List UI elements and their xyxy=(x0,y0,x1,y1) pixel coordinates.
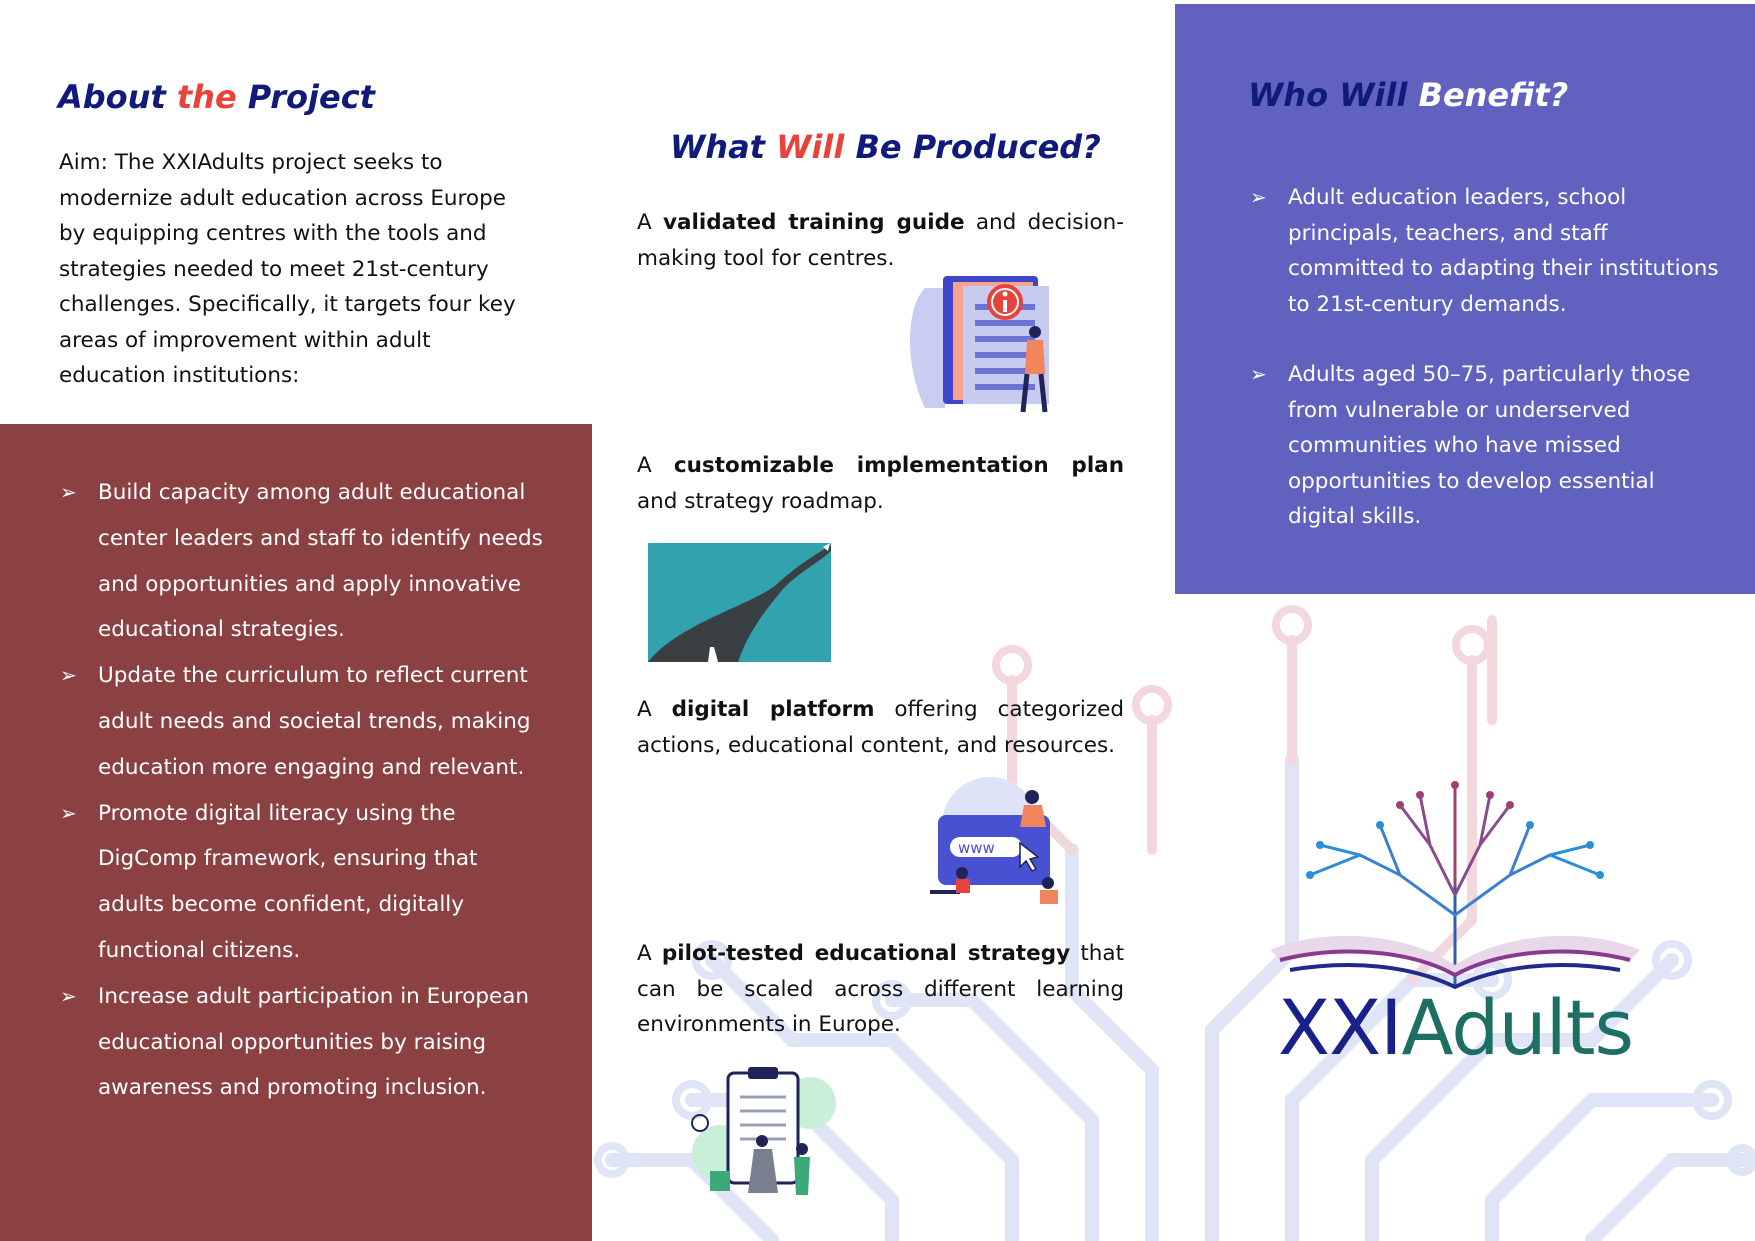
logo-adults-text: Adults xyxy=(1401,983,1635,1072)
objective-text: Increase adult participation in European… xyxy=(98,983,530,1101)
web-address-text: www xyxy=(958,839,995,857)
output-prefix: A xyxy=(637,453,674,478)
about-title-part2: the xyxy=(176,78,237,116)
arrow-bullet-icon: ➢ xyxy=(60,480,77,504)
output-implementation-plan: A customizable implementation plan and s… xyxy=(637,448,1124,519)
output-training-guide: A validated training guide and decision-… xyxy=(637,205,1124,276)
beneficiaries-panel xyxy=(1175,4,1755,594)
benefit-title-part2: Benefit? xyxy=(1418,76,1569,114)
arrow-bullet-icon: ➢ xyxy=(1250,185,1267,209)
beneficiary-item: ➢ Adult education leaders, school princip… xyxy=(1250,180,1720,322)
about-title: About the Project xyxy=(58,78,375,116)
benefit-title: Who Will Benefit? xyxy=(1248,76,1568,114)
output-digital-platform: A digital platform offering categorized … xyxy=(637,692,1124,763)
objective-text: Promote digital literacy using the DigCo… xyxy=(98,800,478,963)
output-prefix: A xyxy=(637,941,662,966)
output-bold: customizable implementation plan xyxy=(673,453,1125,478)
about-title-part1: About xyxy=(58,78,177,116)
output-bold: validated training guide xyxy=(663,210,965,235)
about-title-part3: Project xyxy=(236,78,375,116)
output-bold: digital platform xyxy=(671,697,875,722)
logo-wordmark: XXIAdults xyxy=(1278,983,1635,1072)
arrow-bullet-icon: ➢ xyxy=(60,663,77,688)
output-prefix: A xyxy=(637,210,664,235)
arrow-bullet-icon: ➢ xyxy=(60,983,77,1008)
output-prefix: A xyxy=(637,697,672,722)
produced-title-part2: Will xyxy=(776,128,845,166)
output-bold: pilot-tested educational strategy xyxy=(661,941,1071,966)
objective-item: ➢ Build capacity among adult educational … xyxy=(60,470,550,653)
objectives-panel xyxy=(0,424,592,1241)
web-platform-illustration: www xyxy=(930,777,1058,904)
info-book-illustration xyxy=(910,276,1049,413)
beneficiary-item: ➢ Adults aged 50–75, particularly those f… xyxy=(1250,357,1720,535)
output-pilot-strategy: A pilot-tested educational strategy that… xyxy=(637,936,1124,1043)
produced-title: What Will Be Produced? xyxy=(670,128,1101,166)
output-suffix: offering categorized actions, educationa… xyxy=(637,697,1125,758)
logo-xxi-text: XXI xyxy=(1278,983,1403,1072)
about-aim-text: Aim: The XXIAdults project seeks to mode… xyxy=(59,150,516,388)
objective-item: ➢ Promote digital literacy using the DigC… xyxy=(60,791,550,974)
checklist-illustration xyxy=(691,1067,836,1195)
objective-text: Build capacity among adult educational c… xyxy=(98,480,543,643)
output-suffix: and decision-making tool for centres. xyxy=(637,210,1125,271)
benefit-title-part1: Who Will xyxy=(1248,76,1419,114)
roadmap-illustration xyxy=(648,543,831,662)
logo-tree-book-icon xyxy=(1270,781,1640,990)
produced-title-part1: What xyxy=(670,128,777,166)
objectives-list: ➢ Build capacity among adult educational … xyxy=(60,470,550,1111)
output-suffix: and strategy roadmap. xyxy=(637,488,884,514)
produced-title-part3: Be Produced? xyxy=(844,128,1101,166)
beneficiary-text: Adult education leaders, school principa… xyxy=(1288,185,1719,317)
arrow-bullet-icon: ➢ xyxy=(60,800,77,825)
arrow-bullet-icon: ➢ xyxy=(1250,362,1267,386)
beneficiaries-list: ➢ Adult education leaders, school princip… xyxy=(1250,180,1720,570)
objective-item: ➢ Increase adult participation in Europea… xyxy=(60,974,550,1111)
output-suffix: that can be scaled across different lear… xyxy=(637,941,1124,1037)
objective-text: Update the curriculum to reflect current… xyxy=(98,663,531,780)
objective-item: ➢ Update the curriculum to reflect curren… xyxy=(60,653,550,790)
beneficiary-text: Adults aged 50–75, particularly those fr… xyxy=(1288,362,1691,529)
